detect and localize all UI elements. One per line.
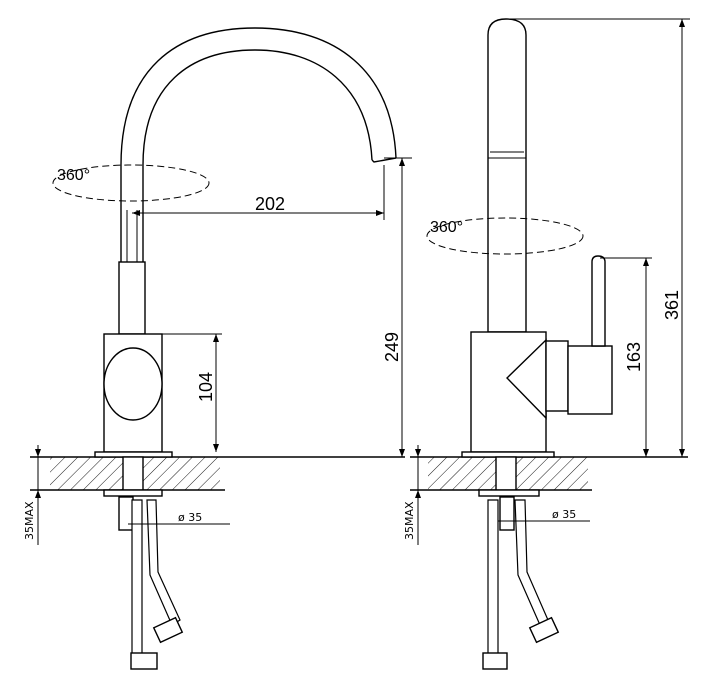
hose-right-2 (514, 499, 549, 626)
hose-connector-2 (152, 616, 184, 644)
handle-base (545, 340, 569, 412)
dimension-max-thickness-front: 35MAX (23, 501, 36, 540)
spout-outer (120, 27, 397, 262)
handle-oval (103, 347, 163, 421)
rotation-label-side: 360° (430, 219, 463, 236)
side-view: 360° 361 163 35MAX ø 35 (403, 18, 690, 670)
rotation-ellipse-front (52, 164, 210, 202)
dimension-max-thickness-side: 35MAX (403, 501, 416, 540)
hose-right-1 (487, 499, 499, 656)
rotation-label-front: 360° (57, 167, 90, 184)
dimension-spout-height: 249 (382, 332, 402, 362)
handle-lever (591, 255, 606, 347)
hose-connector-4 (528, 616, 560, 644)
mounting-washer (103, 489, 163, 497)
side-mounting-stud (495, 456, 517, 491)
hose-left-2 (146, 499, 181, 626)
dimension-body-height: 104 (196, 372, 216, 402)
column (487, 18, 527, 333)
spout-inner (142, 49, 373, 262)
hose-connector-3 (482, 652, 508, 670)
dimension-reach: 202 (255, 194, 285, 214)
spout-tip (371, 157, 397, 163)
front-view: 360° 202 249 104 35MAX (23, 27, 412, 670)
side-base-plate (461, 451, 555, 458)
hose-connector-1 (130, 652, 158, 670)
base-plate (94, 451, 173, 458)
dimension-total-height: 361 (662, 290, 682, 320)
hose-left-1 (131, 499, 143, 656)
dimension-handle-height: 163 (624, 342, 644, 372)
neck (118, 261, 146, 335)
dimension-hole-side: ø 35 (552, 508, 576, 521)
mounting-nut (118, 496, 134, 531)
rotation-ellipse-side (426, 217, 584, 255)
mounting-stud (122, 456, 144, 491)
side-mounting-nut (499, 496, 515, 531)
dimension-hole-front: ø 35 (178, 511, 202, 524)
handle-block (567, 345, 613, 415)
side-mounting-washer (478, 489, 540, 497)
